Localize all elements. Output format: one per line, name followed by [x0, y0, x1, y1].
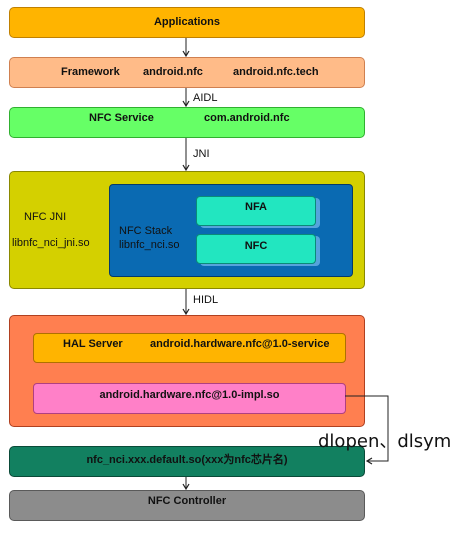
nfc-stack-box: NFC Stack libnfc_nci.so NFA NFC	[109, 184, 353, 277]
hidl-edge-label: HIDL	[193, 294, 219, 306]
aidl-edge-label: AIDL	[193, 92, 218, 104]
arrow-impl-to-vendor-lib	[345, 395, 389, 465]
nfc-service-label: NFC Service	[89, 112, 154, 124]
nfc-jni-lib: libnfc_nci_jni.so	[12, 237, 90, 249]
hal-impl-label: android.hardware.nfc@1.0-impl.so	[99, 389, 280, 401]
nfa-label: NFA	[245, 201, 267, 213]
nfc-box: NFC	[196, 234, 316, 264]
jni-edge-label: JNI	[193, 148, 210, 160]
nfc-service-pkg: com.android.nfc	[204, 112, 290, 124]
nfc-controller-label: NFC Controller	[147, 495, 227, 507]
hal-server-service: android.hardware.nfc@1.0-service	[150, 338, 330, 350]
nfc-jni-label: NFC JNI	[24, 211, 67, 223]
dlopen-dlsym-edge-label: dlopen、dlsym	[318, 431, 452, 452]
nfa-box: NFA	[196, 196, 316, 226]
framework-pkg-nfc-tech: android.nfc.tech	[233, 66, 319, 78]
hal-server-box: HAL Server android.hardware.nfc@1.0-serv…	[33, 333, 346, 363]
applications-box: Applications	[9, 7, 365, 38]
nci-vendor-lib-label: nfc_nci.xxx.default.so(xxx为nfc芯片名)	[86, 454, 288, 466]
nfc-label: NFC	[244, 240, 268, 252]
applications-label: Applications	[153, 16, 220, 28]
hal-layer: HAL Server android.hardware.nfc@1.0-serv…	[9, 315, 365, 427]
nfc-stack-label: NFC Stack	[119, 225, 173, 237]
nci-vendor-lib-box: nfc_nci.xxx.default.so(xxx为nfc芯片名)	[9, 446, 365, 477]
nfc-service-box: NFC Service com.android.nfc	[9, 107, 365, 138]
framework-pkg-nfc: android.nfc	[143, 66, 203, 78]
nfc-stack-lib: libnfc_nci.so	[119, 239, 180, 251]
nfc-controller-box: NFC Controller	[9, 490, 365, 521]
framework-label: Framework	[61, 66, 120, 78]
hal-server-label: HAL Server	[63, 338, 123, 350]
nfc-jni-layer: NFC JNI libnfc_nci_jni.so NFC Stack libn…	[9, 171, 365, 289]
framework-box: Framework android.nfc android.nfc.tech	[9, 57, 365, 88]
hal-impl-box: android.hardware.nfc@1.0-impl.so	[33, 383, 346, 414]
